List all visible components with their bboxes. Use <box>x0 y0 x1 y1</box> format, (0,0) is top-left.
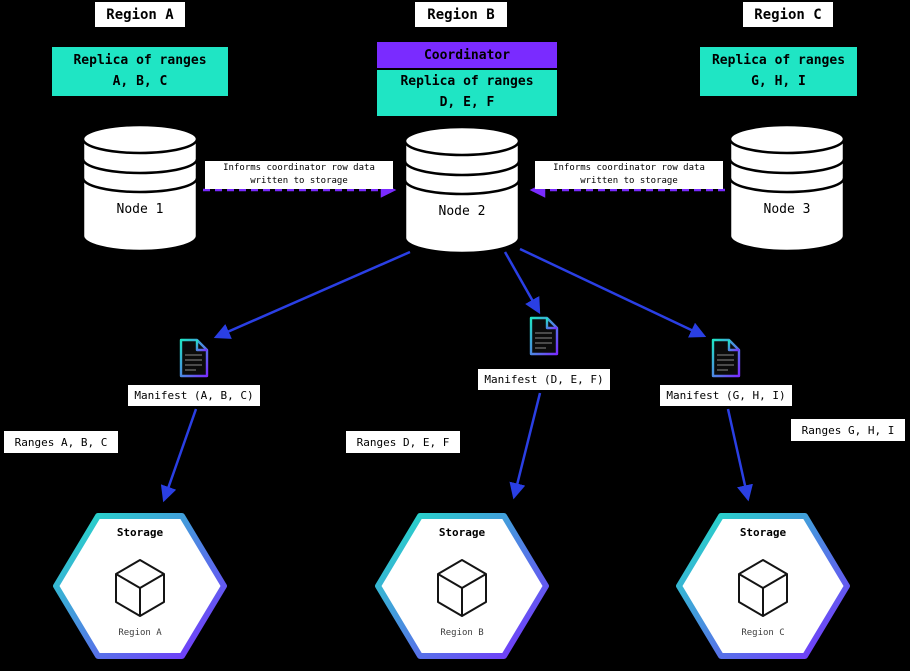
replica-ranges-a: Replica of ranges A, B, C <box>52 47 228 96</box>
ranges-b-label: Ranges D, E, F <box>346 431 460 453</box>
manifest-b-file-icon <box>528 316 560 356</box>
ranges-a-label: Ranges A, B, C <box>4 431 118 453</box>
replica-c-line1: Replica of ranges <box>711 52 846 68</box>
replica-c-line2: G, H, I <box>751 73 806 89</box>
storage-hexagon-icon <box>676 513 850 659</box>
arrow-manifest-a-to-storage-a <box>160 408 198 503</box>
manifest-c-file-icon <box>710 338 742 378</box>
arrow-manifest-c-to-storage-c <box>726 408 753 502</box>
manifest-a-file-icon <box>178 338 210 378</box>
informs-left-line2: written to storage <box>250 176 348 186</box>
database-cylinder-icon <box>81 123 199 253</box>
storage-a-region: Region A <box>118 628 162 638</box>
informs-left-line1: Informs coordinator row data <box>223 162 375 173</box>
storage-c: Storage Region C <box>675 508 851 664</box>
node-2-label: Node 2 <box>438 204 486 219</box>
storage-c-region: Region C <box>741 628 785 638</box>
replica-ranges-c: Replica of ranges G, H, I <box>700 47 857 96</box>
informs-label-left: Informs coordinator row data written to … <box>205 161 393 189</box>
ranges-c-label: Ranges G, H, I <box>791 419 905 441</box>
replica-a-line2: A, B, C <box>112 73 168 89</box>
node-1-label: Node 1 <box>116 202 164 217</box>
node-2-database: Node 2 <box>402 124 522 256</box>
coordinator-badge: Coordinator <box>377 42 557 68</box>
storage-a: Storage Region A <box>52 508 228 664</box>
cube-icon <box>115 559 165 617</box>
cube-icon <box>738 559 788 617</box>
replica-a-line1: Replica of ranges <box>73 52 207 68</box>
replica-b-line1: Replica of ranges <box>400 74 534 90</box>
database-cylinder-icon <box>728 123 846 253</box>
storage-hexagon-icon <box>53 513 227 659</box>
storage-b-title: Storage <box>438 526 486 539</box>
storage-c-title: Storage <box>739 526 787 539</box>
region-a-label: Region A <box>95 2 185 27</box>
storage-b-region: Region B <box>440 628 484 638</box>
region-c-label: Region C <box>743 2 833 27</box>
informs-label-right: Informs coordinator row data written to … <box>535 161 723 189</box>
node-3-label: Node 3 <box>763 202 811 217</box>
informs-right-line1: Informs coordinator row data <box>553 162 705 173</box>
informs-right-line2: written to storage <box>580 176 678 186</box>
arrow-node2-to-manifest-b <box>503 251 541 315</box>
manifest-a-label: Manifest (A, B, C) <box>128 385 260 406</box>
manifest-c-label: Manifest (G, H, I) <box>660 385 792 406</box>
arrow-node2-to-manifest-a <box>213 250 411 339</box>
replica-ranges-b: Replica of ranges D, E, F <box>377 70 557 116</box>
storage-b: Storage Region B <box>374 508 550 664</box>
region-b-label: Region B <box>415 2 507 27</box>
replica-b-line2: D, E, F <box>439 95 495 110</box>
manifest-b-label: Manifest (D, E, F) <box>478 369 610 390</box>
arrow-manifest-b-to-storage-b <box>509 392 542 500</box>
node-1-database: Node 1 <box>80 122 200 254</box>
node-3-database: Node 3 <box>727 122 847 254</box>
storage-hexagon-icon <box>375 513 549 659</box>
cube-icon <box>437 559 487 617</box>
storage-a-title: Storage <box>116 526 164 539</box>
database-cylinder-icon <box>403 125 521 255</box>
